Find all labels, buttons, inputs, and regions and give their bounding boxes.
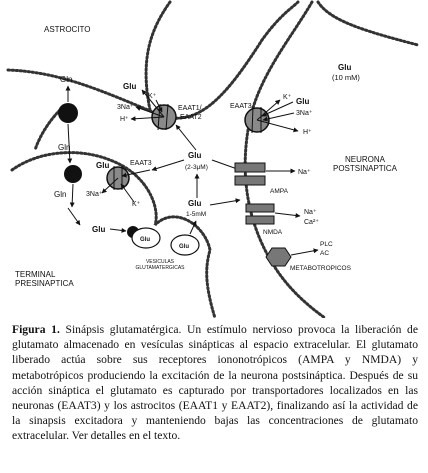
gln-label-low: Gln: [54, 190, 66, 199]
pre-eaat3-label: EAAT3: [130, 160, 152, 167]
glu-cleft-conc: (2-3μM): [185, 164, 208, 171]
na-pre-label: 3Na⁺: [86, 191, 103, 198]
h-astro-arrow: [130, 116, 165, 122]
h-astro-label: H⁺: [120, 116, 129, 123]
eaat12-bar-2: [165, 103, 169, 131]
h-post-arrow: [256, 119, 299, 133]
glu-cleft-label: Glu: [188, 151, 201, 160]
glu-release-conc: 1-5mM: [186, 211, 206, 218]
glu-post-arrow: [261, 101, 294, 117]
eaat12-label-line2: EAAT2: [180, 114, 202, 121]
glu-cleft-to-astro-arrow: [175, 124, 197, 151]
ampa-receptor-upper: [234, 162, 266, 173]
na-post-arrow: [262, 112, 295, 122]
postsynaptic-dendrite-edge: [316, 0, 420, 47]
nmda-receptor-lower: [245, 215, 275, 225]
glu-release-to-receptors-arrow: [209, 198, 241, 206]
vesicle-release-arrow: [189, 220, 197, 235]
glutamatergic-synapse-diagram: ASTROCITO NEURONA POSTSINAPTICA TERMINAL…: [6, 0, 420, 318]
gln-to-glu-arrow: [67, 207, 81, 226]
glu-pre-arrow: [121, 169, 151, 178]
glu-cleft-to-pre-arrow: [151, 159, 185, 172]
vesicle-2: [170, 234, 200, 256]
k-post-label: K⁺: [283, 94, 292, 101]
postsynaptic-label-line1: NEURONA: [345, 155, 386, 164]
glu-post-conc-value: (10 mM): [332, 73, 360, 82]
gln-arrow-mid: [67, 123, 73, 164]
na-post-label: 3Na⁺: [296, 110, 313, 117]
gln-label-mid: Gln: [58, 143, 70, 152]
glu-pre-label: Glu: [96, 161, 109, 170]
presynaptic-gln-transporter: [64, 165, 82, 183]
glu-release-label: Glu: [188, 199, 201, 208]
post-eaat3-bar-1: [251, 106, 254, 134]
glu-vesicle2-label: Glu: [179, 244, 189, 250]
gln-arrow-low: [69, 183, 75, 208]
k-astro-arrow: [155, 99, 163, 113]
na-nmda-label: Na⁺: [304, 209, 317, 216]
astrocyte-membrane: [6, 0, 300, 120]
glu-cytosol-arrow: [109, 227, 127, 233]
glu-post-conc-label: Glu: [338, 63, 351, 72]
k-astro-label: K⁺: [148, 93, 157, 100]
gln-label-top: Gln: [60, 75, 72, 84]
na-astro-label: 3Na⁺: [117, 104, 134, 111]
glu-post-label: Glu: [296, 97, 309, 106]
na-astro-arrow: [135, 106, 165, 118]
post-eaat3-label: EAAT3: [230, 103, 252, 110]
glu-astro-arrow: [141, 89, 165, 118]
vesicle-1: [131, 227, 161, 249]
k-pre-arrow: [120, 183, 135, 203]
k-post-arrow: [256, 99, 281, 121]
ac-label: AC: [320, 250, 329, 257]
postsynaptic-label-line2: POSTSINAPTICA: [333, 164, 398, 173]
vesicles-label-line2: GLUTAMATERGICAS: [136, 265, 186, 271]
na-pre-arrow: [101, 177, 119, 194]
astrocyte-lower-membrane: [33, 108, 62, 152]
nmda-receptor-upper: [245, 203, 275, 213]
presynaptic-label-line2: PRESINAPTICA: [15, 279, 74, 288]
metabotropic-receptor: [265, 247, 292, 267]
astrocyte-gln-transporter: [58, 103, 78, 123]
na-ampa-label: Na⁺: [298, 169, 311, 176]
vesicles-label-line1: VESICULAS: [146, 259, 175, 265]
presynaptic-label-line1: TERMINAL: [15, 270, 56, 279]
glu-vesicle1-label: Glu: [140, 237, 150, 243]
caption-title: Figura 1.: [12, 323, 60, 336]
k-pre-label: K⁺: [132, 201, 141, 208]
eaat12-label-line1: EAAT1/: [178, 105, 202, 112]
glu-astro-label: Glu: [123, 82, 136, 91]
astrocyte-arm: [144, 0, 172, 112]
nmda-label: NMDA: [263, 229, 283, 236]
figure-caption: Figura 1. Sinápsis glutamatérgica. Un es…: [12, 322, 418, 444]
glu-cytosol-label: Glu: [92, 225, 105, 234]
presynaptic-membrane: [10, 151, 217, 318]
ampa-label: AMPA: [270, 188, 289, 195]
metabotropic-arrow: [290, 248, 319, 256]
metabotropic-label: METABOTROPICOS: [290, 265, 352, 272]
caption-text: Sinápsis glutamatérgica. Un estímulo ner…: [12, 323, 418, 443]
ampa-receptor-lower: [234, 175, 266, 186]
plc-label: PLC: [320, 241, 333, 248]
ca-nmda-label: Ca²⁺: [304, 219, 319, 226]
na-ca-nmda-arrow: [274, 212, 301, 218]
astrocyte-label: ASTROCITO: [44, 25, 91, 34]
h-post-label: H⁺: [303, 129, 312, 136]
